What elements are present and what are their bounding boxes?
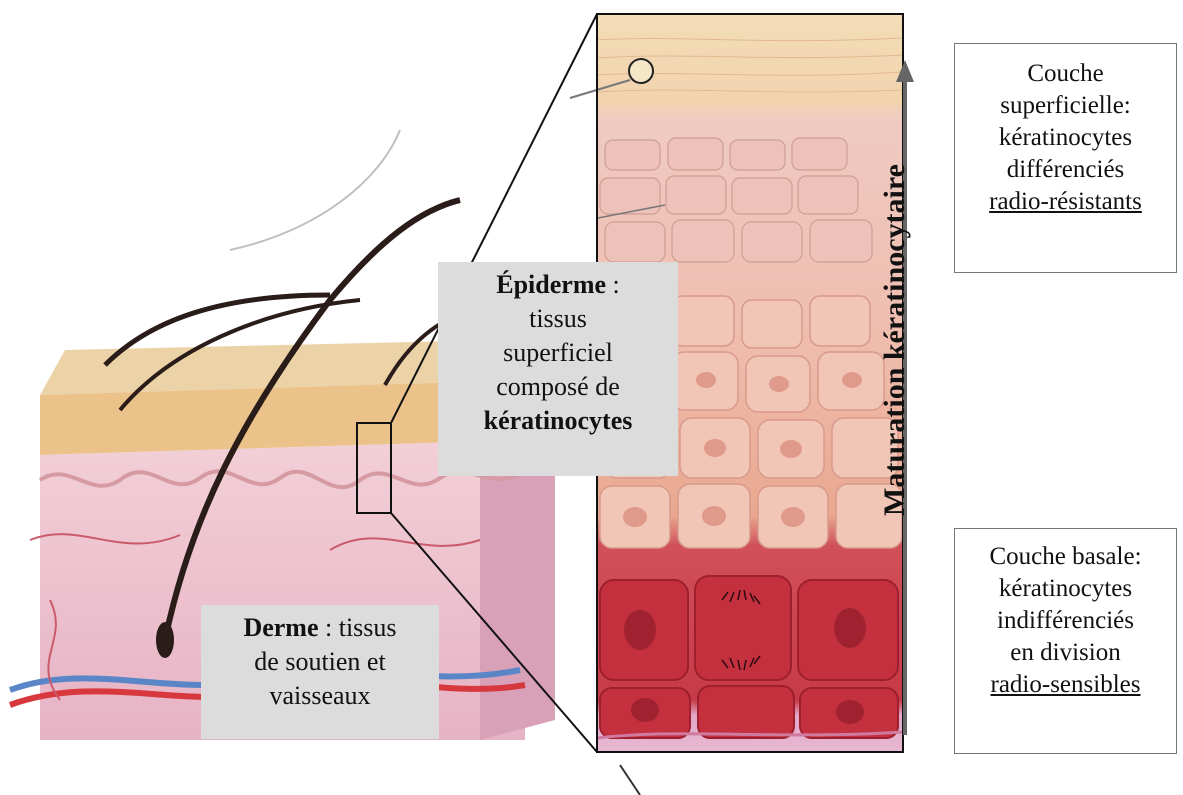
couche-superficielle-line1: Couche: [955, 58, 1176, 90]
couche-basale-line3: indifférenciés: [955, 605, 1176, 637]
derme-label: Derme : tissus de soutien et vaisseaux: [201, 605, 439, 739]
couche-basale-line1: Couche basale:: [955, 541, 1176, 573]
epiderme-line4: kératinocytes: [484, 406, 633, 435]
epiderme-line1: tissus: [438, 302, 678, 336]
derme-title: Derme: [243, 613, 318, 642]
hair-tail: [620, 765, 640, 795]
couche-basale-line4: en division: [955, 637, 1176, 669]
couche-superficielle-line2: superficielle:: [955, 90, 1176, 122]
couche-basale-line5: radio-sensibles: [955, 669, 1176, 701]
couche-superficielle-box: Couche superficielle: kératinocytes diff…: [954, 43, 1177, 273]
couche-basale-line2: kératinocytes: [955, 573, 1176, 605]
maturation-label: Maturation kératinocytaire: [878, 164, 912, 516]
epiderme-label: Épiderme : tissus superficiel composé de…: [438, 262, 678, 476]
couche-superficielle-line3: kératinocytes: [955, 122, 1176, 154]
hair-bulb: [156, 622, 174, 658]
derme-line2: de soutien et: [201, 645, 439, 679]
couche-basale-box: Couche basale: kératinocytes indifférenc…: [954, 528, 1177, 754]
couche-superficielle-line4: différenciés: [955, 154, 1176, 186]
epiderme-line3: composé de: [438, 370, 678, 404]
derme-rest: : tissus: [319, 613, 397, 642]
epiderme-sep: :: [606, 270, 620, 299]
epiderme-title: Épiderme: [496, 270, 606, 299]
marker-circle: [629, 59, 653, 83]
maturation-label-container: Maturation kératinocytaire: [876, 120, 914, 560]
epiderme-line2: superficiel: [438, 336, 678, 370]
hair-faint: [230, 130, 400, 250]
derme-line3: vaisseaux: [201, 679, 439, 713]
couche-superficielle-line5: radio-résistants: [955, 186, 1176, 218]
dermis-side: [480, 460, 555, 740]
